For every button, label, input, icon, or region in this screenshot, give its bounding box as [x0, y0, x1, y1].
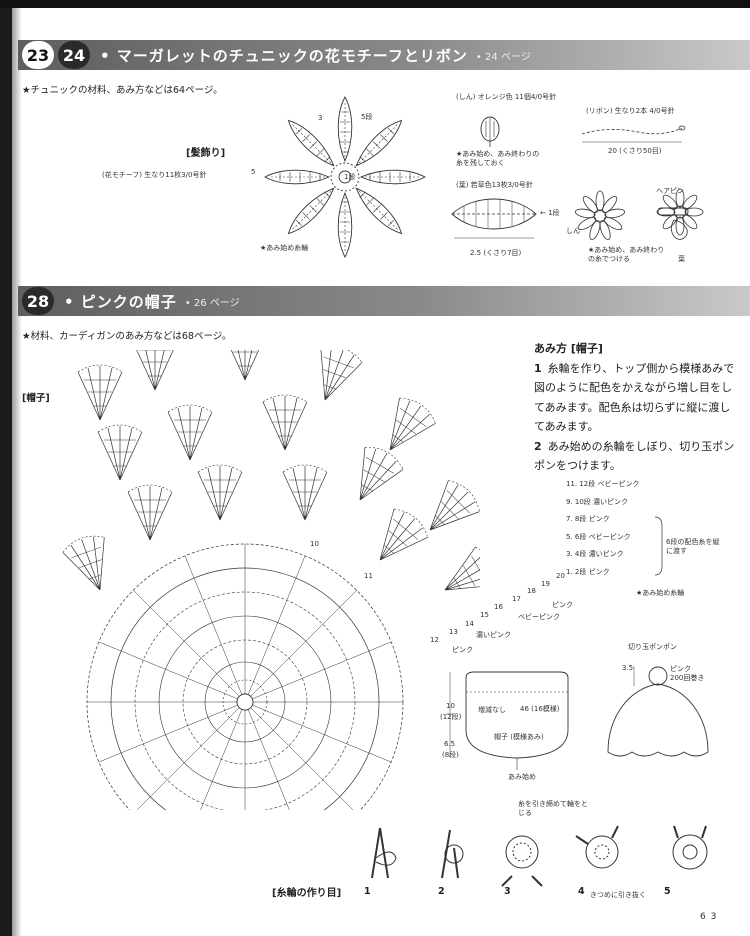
legend-row: 7. 8段 ピンク [566, 515, 610, 523]
section-banner-23-24: 23 24 • マーガレットのチュニックの花モチーフとリボン • 24 ページ [18, 40, 750, 70]
legend-row: 1. 2段 ピンク [566, 567, 610, 576]
ribbon-dim: 20 (くさり50目) [608, 147, 662, 155]
ring-steps-illustration [371, 825, 708, 887]
row-label-10: 10 [310, 540, 319, 548]
center-piece-diagram [480, 116, 500, 147]
assembled-hair-ornament [574, 188, 704, 242]
flower-motif-label: (花モチーフ) 生なり11枚3/0号針 [102, 171, 207, 179]
section-banner-28: 28 • ピンクの帽子 • 26 ページ [18, 286, 750, 316]
leaf-row-label: ← 1段 [540, 209, 560, 217]
center-label: (しん) オレンジ色 11個4/0号針 [456, 93, 557, 101]
assemble-note: ★あみ始め、あみ終わりの糸でつける [588, 246, 665, 263]
row-num-17: 17 [512, 595, 521, 603]
hat-crochet-chart [60, 350, 480, 810]
start-ring-label: ★あみ始め糸輪 [260, 244, 309, 252]
page-binding-shadow [0, 0, 12, 936]
hat-schematic [446, 671, 569, 770]
legend-row: 3. 4段 濃いピンク [566, 550, 624, 558]
pompom-dim: 3.5 [622, 664, 634, 672]
center-note: ★あみ始め、あみ終わりの糸を残しておく [456, 150, 540, 167]
page-number: 6 3 [700, 912, 718, 922]
leaf-name-label: 葉 [678, 255, 685, 263]
row-num-16: 16 [494, 603, 503, 611]
row-num-14: 14 [465, 620, 474, 628]
ring-title: [糸輪の作り目] [272, 888, 342, 899]
pompom-hat-illustration [607, 666, 709, 757]
legend-row: 5. 6段 ベビーピンク [566, 532, 631, 541]
shin-label: しん [566, 227, 580, 235]
hat-no-increase: 増減なし [478, 706, 506, 714]
hair-ornament-title: [髪飾り] [186, 148, 226, 159]
row-num-20: 20 [556, 572, 565, 580]
row-num-11: 11 [364, 572, 373, 580]
pompom-title: 切り玉ポンポン [628, 643, 677, 651]
row-num-19: 19 [541, 580, 550, 588]
leaf-label: (葉) 若草色13枚3/0号針 [456, 181, 533, 189]
hairpin-label: ヘアピン [656, 187, 684, 195]
row5-label: 5段 [361, 113, 373, 121]
legend-row: 9. 10段 濃いピンク [566, 497, 629, 506]
ring-step-1: 1 [364, 886, 371, 897]
ribbon-diagram [581, 125, 686, 143]
color-pink-a: ピンク [452, 646, 473, 654]
ring-step-5: 5 [664, 886, 671, 897]
section2-page-ref: • 26 ページ [184, 297, 240, 309]
ribbon-label: (リボン) 生なり2本 4/0号針 [586, 107, 675, 115]
dim-5: 5 [251, 168, 256, 176]
pompom-wraps: 200回巻き [670, 674, 705, 682]
legend-start: ★あみ始め糸輪 [636, 589, 685, 597]
pompom-color: ピンク [670, 665, 691, 673]
legend-note: 6段の配色糸を縦に渡す [666, 538, 720, 555]
ring-note-pull: きつめに引き抜く [590, 891, 646, 899]
section2-title: • ピンクの帽子 [64, 292, 177, 311]
page-binding-fade [12, 0, 22, 936]
hat-height-2: 6.5 [444, 740, 456, 748]
row-num-18: 18 [527, 587, 536, 595]
hat-height-1: 10 [446, 702, 455, 710]
legend-bracket [654, 516, 663, 576]
legend-row: 11. 12段 ベビーピンク [566, 480, 640, 488]
row1-label: 1段 [344, 173, 356, 181]
hat-body-label: 帽子 (模様あみ) [494, 733, 544, 741]
color-pink-b: ピンク [552, 601, 573, 609]
color-legend: 11. 12段 ベビーピンク 9. 10段 濃いピンク 7. 8段 ピンク 5.… [566, 476, 640, 581]
hat-start-label: あみ始め [508, 773, 536, 781]
ring-step-3: 3 [504, 886, 511, 897]
section-page-ref: • 24 ページ [475, 51, 531, 63]
dim-3: 3 [318, 114, 323, 122]
instructions-title: あみ方 [帽子] [534, 342, 603, 355]
hat-stitch-count: 46 (16模様) [520, 705, 560, 713]
tunic-note: ★チュニックの材料、あみ方などは64ページ。 [22, 85, 223, 96]
section-title: • マーガレットのチュニックの花モチーフとリボン [100, 46, 468, 65]
row-num-12: 12 [430, 636, 439, 644]
row-num-13: 13 [449, 628, 458, 636]
ring-step-2: 2 [438, 886, 445, 897]
hat-height-2-rows: (8段) [442, 751, 459, 759]
hat-title: [帽子] [22, 393, 50, 404]
hat-note: ★材料、カーディガンのあみ方などは68ページ。 [22, 331, 232, 342]
ring-step-4: 4 [578, 886, 585, 897]
section-number-24: 24 [58, 41, 90, 69]
section-number-28: 28 [22, 287, 54, 315]
top-edge [0, 0, 750, 8]
ring-note-close: 糸を引き締めて輪をとじる [518, 800, 588, 817]
color-dark-pink: 濃いピンク [476, 631, 511, 639]
flower-motif-diagram [264, 96, 426, 258]
row-num-15: 15 [480, 611, 489, 619]
hat-height-1-rows: (12段) [440, 713, 462, 721]
leaf-dim: 2.5 (くさり7目) [470, 249, 522, 257]
leaf-diagram [451, 198, 537, 239]
color-baby-pink: ベビーピンク [518, 613, 560, 621]
section-number-23: 23 [22, 41, 54, 69]
